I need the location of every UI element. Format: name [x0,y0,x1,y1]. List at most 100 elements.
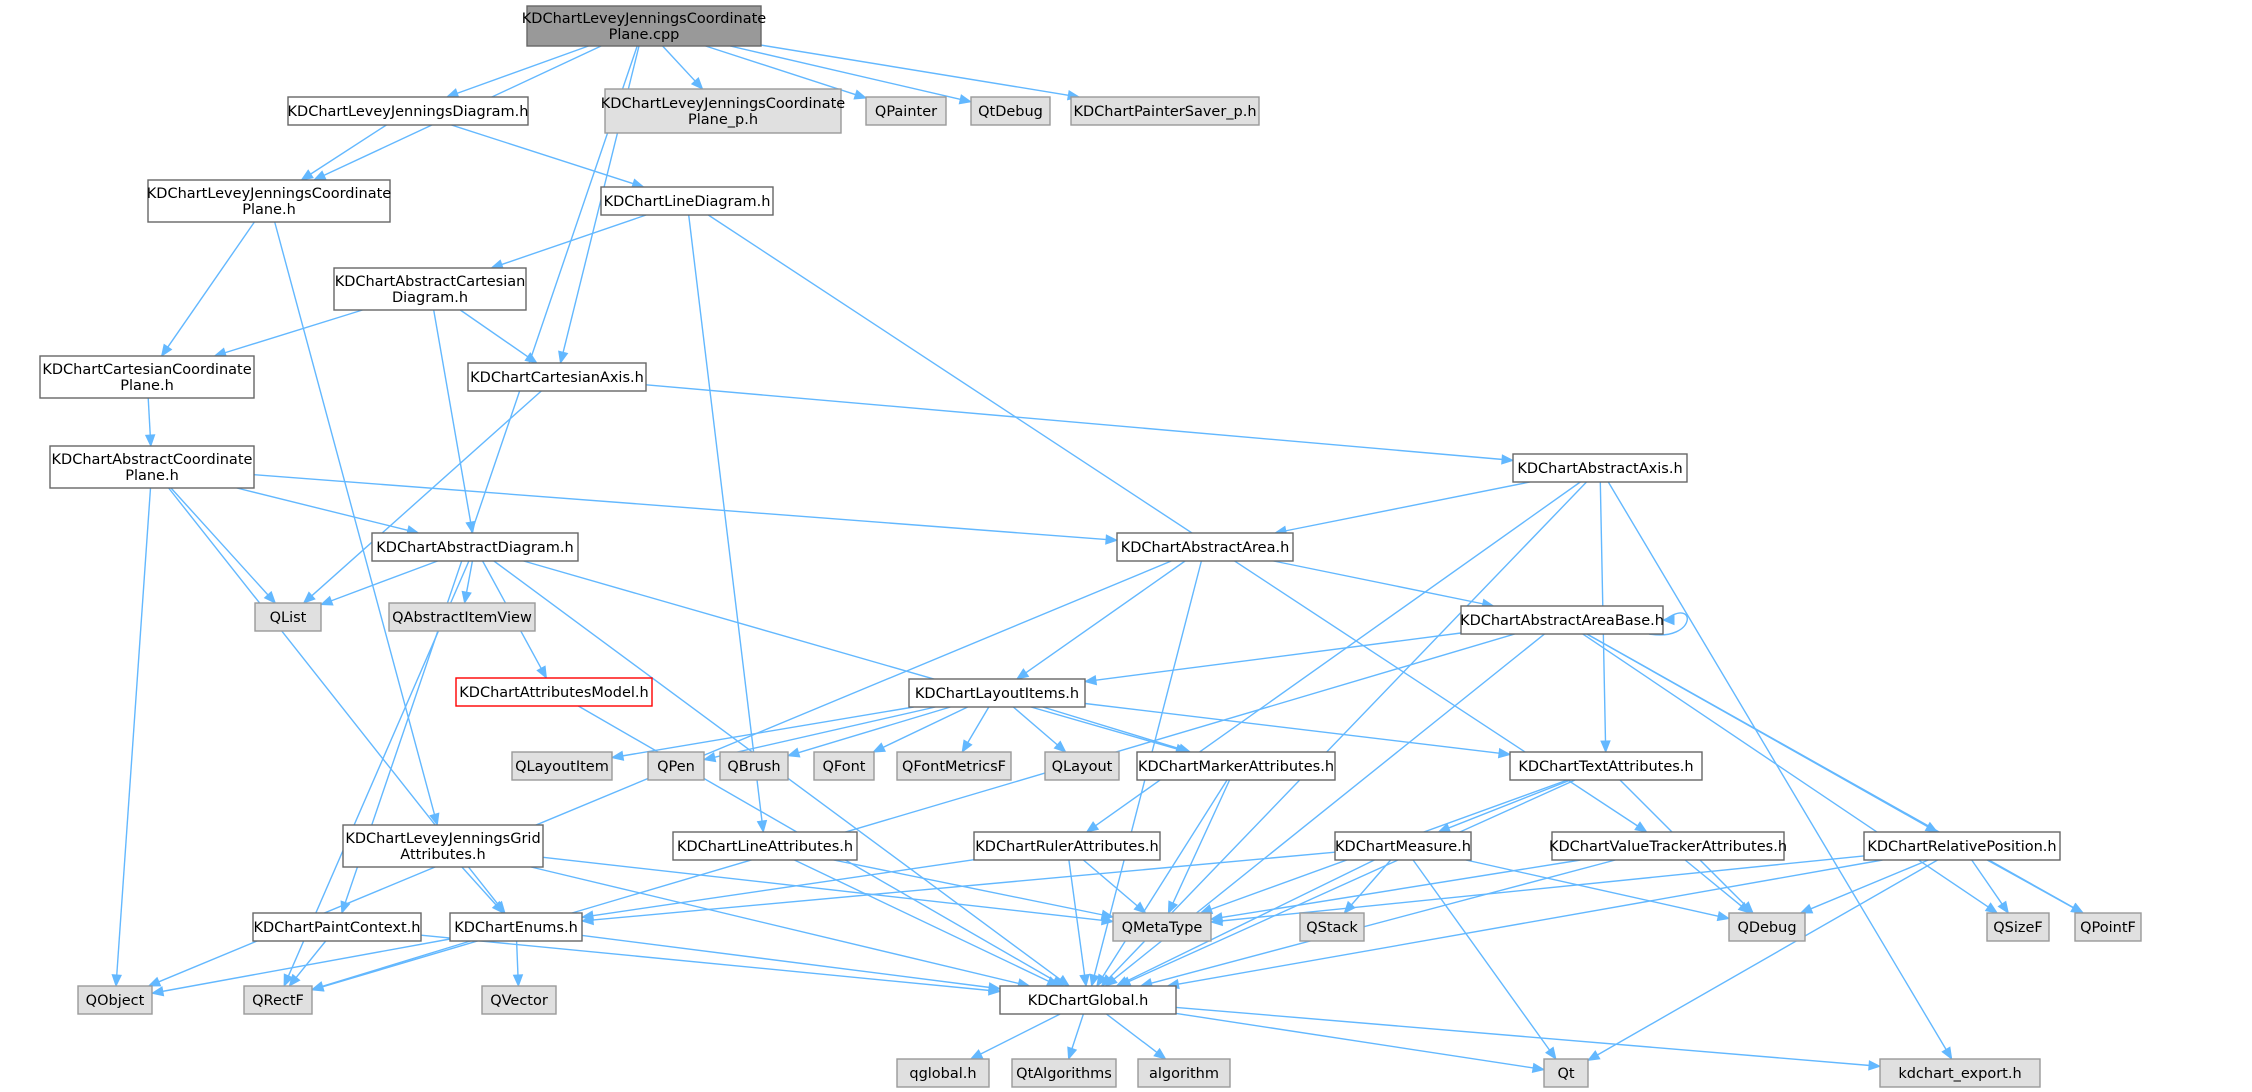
node-qaiv[interactable]: QAbstractItemView [388,602,536,632]
edge-global-to-qt [1175,1012,1546,1074]
node-aab[interactable]: KDChartAbstractAreaBase.h [1460,605,1664,635]
node-qpen[interactable]: QPen [647,751,705,781]
node-vta[interactable]: KDChartValueTrackerAttributes.h [1549,831,1787,861]
node-painter_saver[interactable]: KDChartPainterSaver_p.h [1070,96,1260,126]
node-label: kdchart_export.h [1898,1066,2021,1082]
node-paintctx[interactable]: KDChartPaintContext.h [252,912,422,942]
node-caxis[interactable]: KDChartCartesianAxis.h [467,362,647,392]
node-label: QMetaType [1122,920,1203,936]
node-textattr[interactable]: KDChartTextAttributes.h [1509,751,1703,781]
node-box [896,751,1012,781]
node-qdebug[interactable]: QDebug [1728,912,1806,942]
node-qsizef[interactable]: QSizeF [1986,912,2050,942]
node-label: KDChartGlobal.h [1028,993,1149,1009]
edge-aarea-to-aab [1273,560,1495,609]
node-global[interactable]: KDChartGlobal.h [999,985,1177,1015]
node-box [1044,751,1120,781]
edge-cpp-to-qtdebug [730,45,973,105]
node-qpainter[interactable]: QPainter [865,96,947,126]
node-layer: KDChartLeveyJenningsCoordinatePlane.cppK… [39,5,2142,1088]
node-qglobal[interactable]: qglobal.h [896,1058,990,1088]
node-adiag[interactable]: KDChartAbstractDiagram.h [371,532,579,562]
edge-caxis-to-aaxis [645,384,1515,465]
node-label: QSizeF [1993,920,2043,936]
node-label: KDChartPainterSaver_p.h [1073,104,1256,120]
node-qpointf[interactable]: QPointF [2074,912,2142,942]
edge-acd-to-adiag [433,309,476,535]
node-label: KDChartMarkerAttributes.h [1138,759,1334,775]
node-box [455,677,653,707]
edge-linediag-to-acd [490,214,647,270]
edge-aaxis-to-aarea [1273,481,1531,536]
node-measure[interactable]: KDChartMeasure.h [1334,831,1472,861]
node-box [813,751,875,781]
node-label: Plane.h [125,468,179,484]
node-marker[interactable]: KDChartMarkerAttributes.h [1136,751,1336,781]
edge-marker-to-global [1096,779,1228,988]
node-qrectf[interactable]: QRectF [243,985,313,1015]
node-qlayoutitem[interactable]: QLayoutItem [511,751,613,781]
node-label: KDChartLineDiagram.h [604,194,771,210]
edge-layout-to-qlayout [1012,706,1067,753]
node-label: KDChartTextAttributes.h [1518,759,1693,775]
node-ruler[interactable]: KDChartRulerAttributes.h [973,831,1161,861]
node-export[interactable]: kdchart_export.h [1879,1058,2041,1088]
node-layout[interactable]: KDChartLayoutItems.h [908,678,1086,708]
node-qfm[interactable]: QFontMetricsF [896,751,1012,781]
node-qt[interactable]: Qt [1543,1058,1589,1088]
node-qfont[interactable]: QFont [813,751,875,781]
node-label: QFont [823,759,866,775]
node-box [371,532,579,562]
node-qbrush[interactable]: QBrush [719,751,789,781]
node-qtdebug[interactable]: QtDebug [970,96,1051,126]
node-box [719,751,789,781]
node-qvector[interactable]: QVector [481,985,557,1015]
node-box [254,602,322,632]
edge-acp-to-aarea [253,474,1119,545]
node-algorithm[interactable]: algorithm [1137,1058,1231,1088]
node-qlayout[interactable]: QLayout [1044,751,1120,781]
node-box [1863,831,2061,861]
node-relpos[interactable]: KDChartRelativePosition.h [1863,831,2061,861]
node-label: KDChartLeveyJenningsCoordinate [522,11,766,27]
edge-global-to-export [1175,1006,1882,1071]
node-box [77,985,153,1015]
node-linediag[interactable]: KDChartLineDiagram.h [600,186,774,216]
edge-relpos-to-qdebug [1799,859,1929,914]
node-label: KDChartLeveyJenningsCoordinate [147,186,391,202]
node-aaxis[interactable]: KDChartAbstractAxis.h [1512,453,1688,483]
node-qmetatype[interactable]: QMetaType [1112,912,1212,942]
node-qtalgo[interactable]: QtAlgorithms [1011,1058,1117,1088]
node-box [1070,96,1260,126]
node-label: KDChartAbstractAxis.h [1517,461,1682,477]
edge-lineattr-to-qmetatype [833,859,1115,920]
node-label: KDChartLineAttributes.h [677,839,853,855]
node-qlist[interactable]: QList [254,602,322,632]
node-label: QLayout [1052,759,1113,775]
node-ljd[interactable]: KDChartLeveyJenningsDiagram.h [287,96,529,126]
node-box [243,985,313,1015]
node-label: KDChartPaintContext.h [253,920,420,936]
node-label: Plane.h [242,202,296,218]
node-box [865,96,947,126]
node-label: QPainter [875,104,937,120]
node-aarea[interactable]: KDChartAbstractArea.h [1116,532,1294,562]
node-box [1112,912,1212,942]
node-box [1512,453,1688,483]
node-enums[interactable]: KDChartEnums.h [449,912,583,942]
node-qobject[interactable]: QObject [77,985,153,1015]
node-box [1986,912,2050,942]
node-attrmodel[interactable]: KDChartAttributesModel.h [455,677,653,707]
node-box [333,267,527,311]
node-qstack[interactable]: QStack [1299,912,1365,942]
edge-enums-to-global [581,934,1002,993]
node-lineattr[interactable]: KDChartLineAttributes.h [672,831,858,861]
